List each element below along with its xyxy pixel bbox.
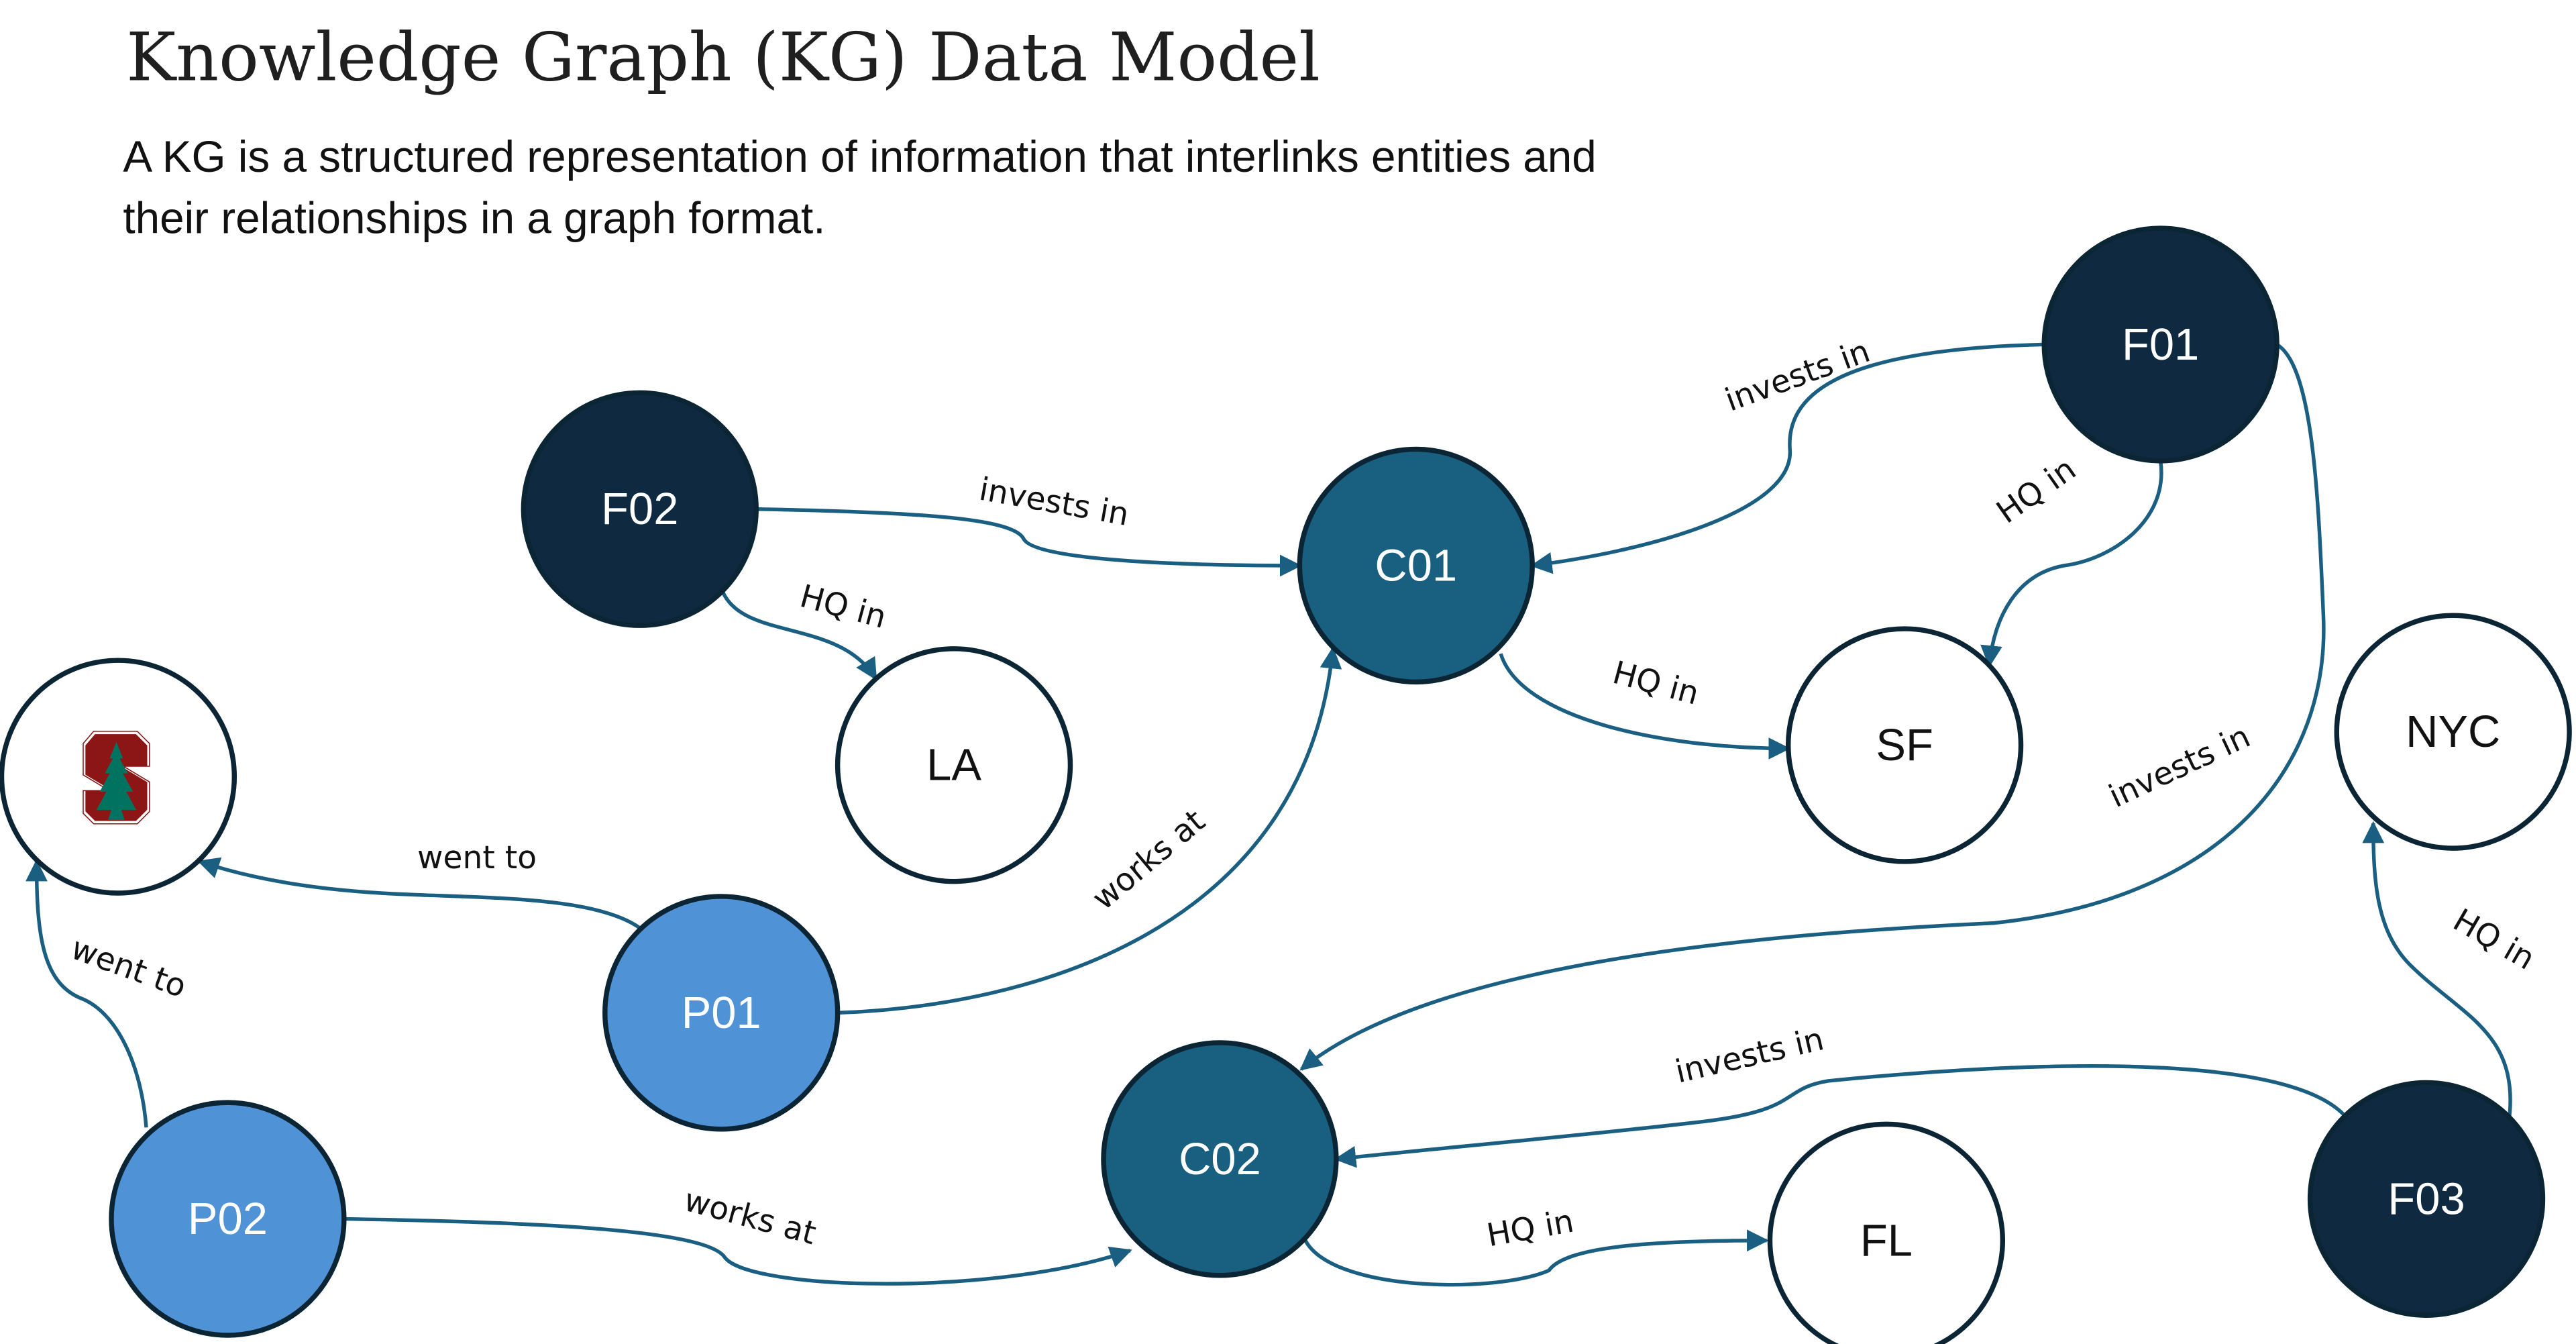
edge-label-f01-c01: invests in — [1720, 333, 1874, 419]
node-p01[interactable]: P01 — [602, 894, 841, 1132]
edge-f01-sf — [1980, 460, 2163, 668]
node-label: NYC — [2406, 707, 2500, 757]
node-f02[interactable]: F02 — [521, 390, 759, 628]
edge-f03-c02 — [1334, 1064, 2345, 1168]
edge-p02-c02 — [343, 1217, 1132, 1286]
edge-label-c01-sf: HQ in — [1609, 654, 1703, 713]
node-label: F02 — [601, 484, 678, 534]
node-f01[interactable]: F01 — [2041, 225, 2279, 464]
node-fl[interactable]: FL — [1767, 1121, 2005, 1344]
node-label: LA — [926, 740, 981, 790]
edge-label-f01-sf: HQ in — [1990, 451, 2082, 531]
edge-f02-la — [721, 591, 877, 681]
edge-f01-c01 — [1529, 342, 2045, 574]
node-label: P01 — [682, 988, 761, 1038]
subtitle-line-1: A KG is a structured representation of i… — [123, 132, 1596, 181]
edge-label-p01-c01: works at — [1085, 803, 1212, 917]
node-p02[interactable]: P02 — [109, 1100, 347, 1338]
edge-c02-fl — [1303, 1229, 1769, 1287]
node-label: SF — [1876, 720, 1933, 770]
node-label: F03 — [2387, 1174, 2465, 1224]
node-label: F01 — [2122, 319, 2199, 370]
edge-label-p02-c02: works at — [680, 1182, 820, 1252]
edge-p02-stanford — [25, 859, 148, 1128]
node-c02[interactable]: C02 — [1101, 1040, 1339, 1278]
subtitle-line-2: their relationships in a graph format. — [123, 193, 825, 242]
edge-label-f03-c02: invests in — [1672, 1021, 1827, 1090]
node-label: FL — [1860, 1215, 1913, 1265]
node-c01[interactable]: C01 — [1297, 446, 1535, 685]
edge-f03-nyc — [2362, 821, 2512, 1117]
edge-label-f02-la: HQ in — [796, 578, 890, 636]
edge-p01-c01 — [837, 646, 1342, 1015]
edge-label-p01-stanford: went to — [417, 839, 537, 876]
edge-label-f01-c02: invests in — [2103, 718, 2255, 815]
edge-f02-c01 — [756, 507, 1302, 577]
node-label: C01 — [1375, 540, 1457, 590]
node-sf[interactable]: SF — [1785, 626, 2024, 864]
edge-label-p02-stanford: went to — [66, 930, 191, 1006]
edge-label-f03-nyc: HQ in — [2447, 902, 2540, 978]
edge-label-c02-fl: HQ in — [1484, 1203, 1576, 1255]
page-title: Knowledge Graph (KG) Data Model — [126, 19, 1320, 97]
node-stanford[interactable] — [0, 658, 237, 896]
edge-c01-sf — [1499, 653, 1790, 760]
stanford-logo-icon — [83, 731, 150, 825]
node-nyc[interactable]: NYC — [2334, 613, 2572, 851]
node-f03[interactable]: F03 — [2307, 1080, 2546, 1318]
node-la[interactable]: LA — [835, 646, 1073, 884]
node-label: C02 — [1179, 1134, 1261, 1184]
edge-p01-stanford — [197, 857, 641, 930]
edge-f01-c02 — [1299, 343, 2326, 1071]
node-label: P02 — [188, 1194, 268, 1244]
